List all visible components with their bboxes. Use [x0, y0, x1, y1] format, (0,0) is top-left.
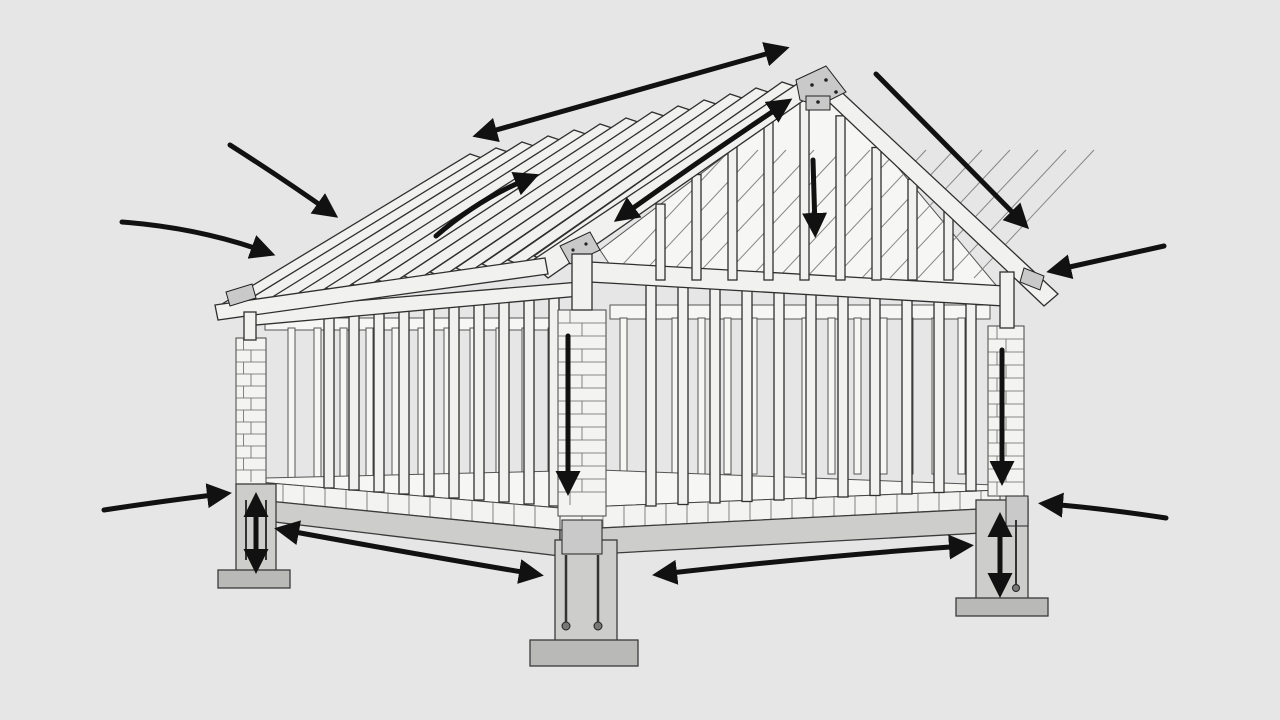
gable-stud: [799, 99, 810, 281]
left-wall-stud: [473, 291, 485, 501]
right-wall-stud: [933, 299, 945, 494]
back-stud: [365, 327, 374, 479]
left-wall-stud: [523, 287, 535, 505]
right-wall-stud: [677, 283, 689, 506]
right-wall-stud: [901, 297, 913, 495]
arrow-left-beam-double: [274, 520, 544, 584]
force-arrows: [101, 42, 1169, 598]
arrow-wind-left-base: [101, 483, 232, 513]
right-wall-stud: [741, 287, 753, 503]
footing-center: [529, 519, 639, 667]
gable-stud: [655, 203, 666, 281]
left-wall-stud: [448, 293, 460, 499]
arrow-wind-right-upper: [1046, 243, 1167, 279]
back-stud: [879, 317, 888, 475]
back-stud: [827, 317, 836, 475]
gable-stud: [835, 115, 846, 281]
underside-line: [917, 149, 1039, 279]
ridge-connector: [795, 65, 847, 111]
right-wall-stud: [645, 281, 657, 507]
gable-stud: [943, 210, 954, 281]
underside-line: [861, 149, 983, 279]
left-wall-stud: [348, 301, 360, 491]
arrow-wind-left-lower: [119, 219, 276, 259]
right-wall-stud: [869, 295, 881, 497]
right-masonry-column: [987, 325, 1025, 497]
gable-stud: [907, 178, 918, 281]
arrow-ridge-down: [802, 157, 828, 238]
arrow-right-slope: [873, 71, 1030, 230]
left-wall-stud: [398, 297, 410, 495]
arrow-wind-left-upper: [227, 142, 339, 218]
right-wall-stud: [709, 285, 721, 504]
gable-stud: [871, 146, 882, 281]
corner-posts: [243, 253, 1015, 341]
left-wall-stud: [498, 289, 510, 503]
arrow-wind-right-base: [1038, 492, 1169, 521]
rafter-plates: [225, 231, 1045, 307]
back-stud: [723, 317, 732, 475]
back-stud: [339, 327, 348, 479]
back-stud: [313, 327, 322, 479]
gable-stud: [727, 144, 738, 281]
back-stud: [853, 317, 862, 475]
back-stud: [697, 317, 706, 475]
left-wall-studs: [323, 285, 560, 507]
right-wall-stud: [965, 301, 977, 492]
arrow-gable-edge-double: [613, 98, 793, 222]
left-wall-stud: [423, 295, 435, 497]
gable-stud: [691, 173, 702, 281]
center-masonry-column: [557, 309, 607, 517]
arrow-rafter-up: [433, 171, 540, 239]
back-stud: [287, 327, 296, 479]
back-stud: [957, 317, 966, 475]
gable-stud: [763, 114, 774, 281]
back-stud: [619, 317, 628, 475]
arrow-right-beam-double: [652, 534, 974, 585]
underside-line: [833, 149, 955, 279]
right-wall-stud: [805, 291, 817, 500]
left-wall-stud: [373, 299, 385, 493]
left-masonry-column: [235, 337, 267, 485]
back-wall-studs: [287, 317, 966, 479]
left-wall-stud: [323, 303, 335, 489]
right-wall-stud: [837, 293, 849, 498]
arrow-ridge-double: [472, 42, 790, 143]
back-stud: [391, 327, 400, 479]
right-wall-stud: [773, 289, 785, 501]
